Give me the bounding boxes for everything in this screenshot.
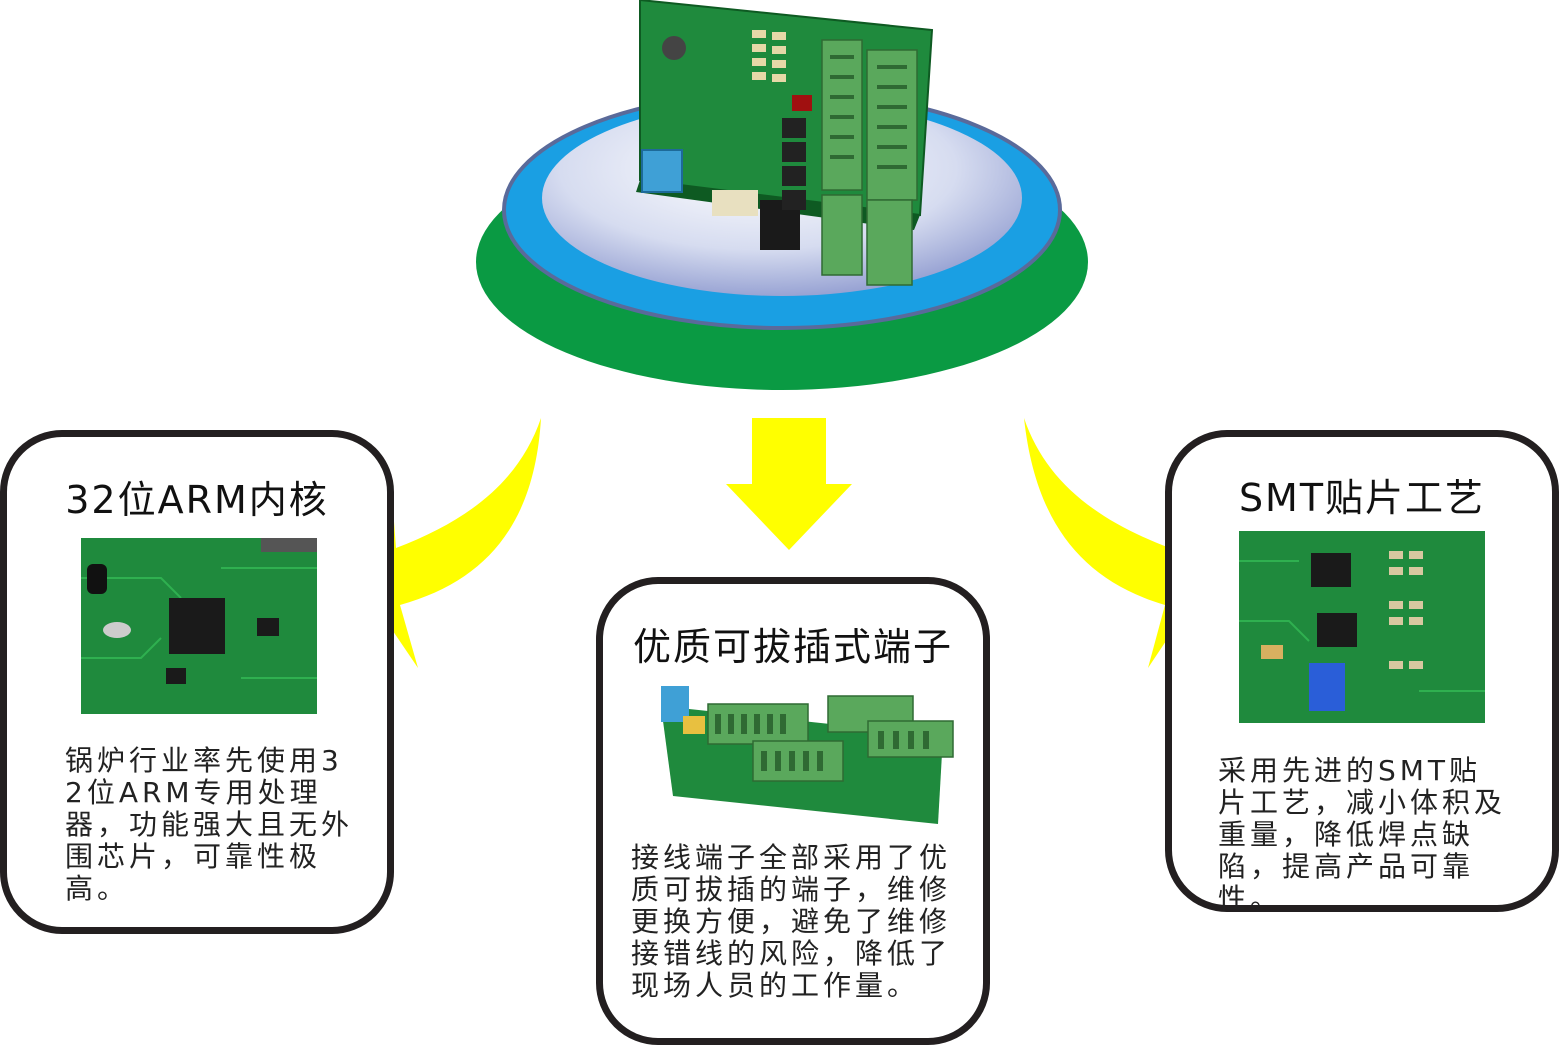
pcb-board-photo [632, 0, 942, 290]
feature-card-arm: 32位ARM内核 锅炉行业率先使用32位ARM专用处理器，功能强大且无外围芯片，… [0, 430, 394, 934]
arrow-right [1024, 418, 1210, 668]
card-title: 优质可拔插式端子 [632, 625, 953, 669]
terminal-block-photo [653, 676, 959, 826]
card-title: 32位ARM内核 [65, 478, 329, 522]
card-description: 采用先进的SMT贴片工艺，减小体积及重量，降低焊点缺陷，提高产品可靠性。 [1218, 754, 1507, 915]
card-description: 锅炉行业率先使用32位ARM专用处理器，功能强大且无外围芯片，可靠性极高。 [65, 744, 354, 905]
card-title: SMT贴片工艺 [1238, 476, 1486, 520]
arrow-left [355, 418, 541, 668]
arrow-down [726, 418, 852, 550]
feature-card-terminal: 优质可拔插式端子 接线端子全部采用了 [596, 577, 990, 1045]
smt-board-photo [1239, 531, 1485, 723]
arm-chip-photo [81, 538, 317, 714]
feature-card-smt: SMT贴片工艺 采用先进的SMT贴片工艺，减小体积及重量，降低焊点缺陷，提高产品… [1165, 430, 1559, 915]
card-description: 接线端子全部采用了优质可拔插的端子，维修更换方便，避免了维修接错线的风险，降低了… [631, 841, 952, 1002]
